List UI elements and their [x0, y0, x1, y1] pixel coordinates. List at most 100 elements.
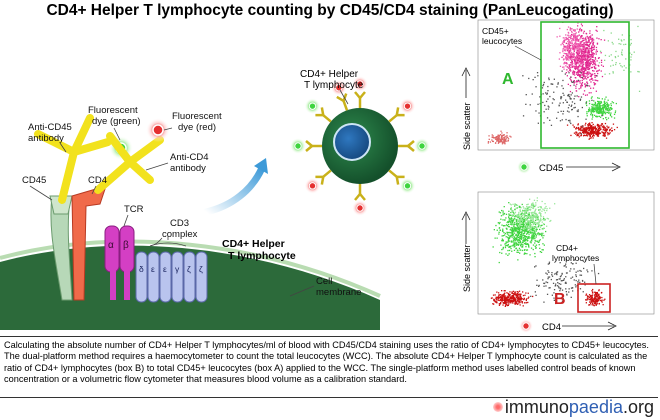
event-dot — [539, 247, 541, 249]
event-dot — [591, 132, 593, 134]
event-dot — [504, 305, 506, 307]
event-dot — [531, 238, 533, 240]
event-dot — [586, 66, 588, 69]
event-dot — [569, 64, 571, 66]
event-dot — [566, 124, 569, 126]
event-dot — [562, 48, 564, 50]
event-dot — [526, 232, 528, 234]
event-dot — [559, 27, 561, 30]
event-dot — [517, 228, 519, 231]
event-dot — [585, 101, 588, 103]
event-dot — [586, 269, 588, 271]
event-dot — [568, 104, 570, 106]
event-dot — [584, 48, 586, 51]
event-dot — [515, 294, 517, 296]
event-dot — [599, 105, 602, 107]
event-dot — [502, 212, 504, 214]
event-dot — [576, 48, 578, 50]
event-dot — [578, 60, 580, 62]
event-dot — [586, 59, 588, 61]
event-dot — [583, 134, 586, 136]
event-dot — [593, 131, 596, 133]
event-dot — [598, 115, 600, 117]
event-dot — [571, 28, 573, 30]
event-dot — [503, 297, 506, 299]
event-dot — [590, 49, 592, 51]
event-dot — [532, 214, 534, 216]
event-dot — [604, 133, 606, 135]
event-dot — [532, 238, 535, 240]
event-dot — [570, 50, 572, 52]
event-dot — [587, 66, 589, 68]
event-dot — [592, 41, 595, 43]
event-dot — [515, 293, 517, 296]
event-dot — [566, 57, 568, 59]
event-dot — [524, 239, 526, 241]
event-dot — [592, 288, 594, 291]
event-dot — [546, 208, 548, 210]
event-dot — [534, 232, 536, 235]
event-dot — [530, 218, 532, 220]
event-dot — [510, 300, 513, 302]
event-dot — [589, 123, 591, 126]
event-dot — [569, 69, 571, 71]
event-dot — [589, 295, 592, 298]
event-dot — [548, 106, 550, 108]
event-dot — [576, 81, 579, 83]
event-dot — [591, 131, 594, 134]
event-dot — [542, 93, 544, 95]
event-dot — [606, 109, 608, 111]
event-dot — [561, 85, 563, 87]
event-dot — [597, 272, 600, 275]
event-dot — [508, 295, 510, 297]
event-dot — [528, 245, 530, 247]
event-dot — [592, 134, 594, 137]
event-dot — [579, 42, 582, 44]
event-dot — [527, 212, 529, 214]
event-dot — [534, 238, 536, 240]
event-dot — [523, 297, 525, 299]
event-dot — [610, 107, 612, 109]
event-dot — [595, 133, 597, 135]
event-dot — [531, 236, 533, 239]
event-dot — [511, 215, 513, 218]
event-dot — [537, 234, 539, 236]
cd3-subunit — [147, 251, 160, 303]
gate-b-label: B — [554, 291, 566, 308]
event-dot — [598, 69, 600, 71]
event-dot — [534, 245, 536, 247]
event-dot — [587, 295, 589, 297]
event-dot — [589, 42, 591, 44]
event-dot — [511, 219, 513, 222]
event-dot — [579, 41, 581, 43]
event-dot — [522, 233, 524, 235]
event-dot — [525, 239, 527, 241]
event-dot — [504, 219, 506, 221]
event-dot — [559, 65, 562, 67]
event-dot — [516, 207, 518, 209]
event-dot — [508, 240, 510, 242]
event-dot — [578, 64, 580, 66]
event-dot — [510, 204, 512, 206]
event-dot — [529, 224, 531, 226]
event-dot — [526, 204, 528, 206]
event-dot — [495, 301, 497, 303]
fluor-green-label-2: dye (green) — [92, 116, 141, 127]
event-dot — [555, 283, 557, 285]
event-dot — [501, 136, 503, 139]
event-dot — [525, 227, 527, 229]
event-dot — [520, 236, 522, 238]
event-dot — [553, 299, 555, 301]
event-dot — [552, 83, 554, 85]
event-dot — [519, 209, 521, 211]
event-dot — [592, 42, 594, 44]
event-dot — [581, 58, 583, 60]
event-dot — [577, 58, 579, 60]
event-dot — [508, 226, 510, 228]
event-dot — [557, 83, 559, 85]
event-dot — [590, 97, 593, 99]
event-dot — [512, 238, 515, 240]
event-dot — [510, 302, 512, 304]
event-dot — [593, 305, 595, 307]
event-dot — [596, 303, 598, 305]
